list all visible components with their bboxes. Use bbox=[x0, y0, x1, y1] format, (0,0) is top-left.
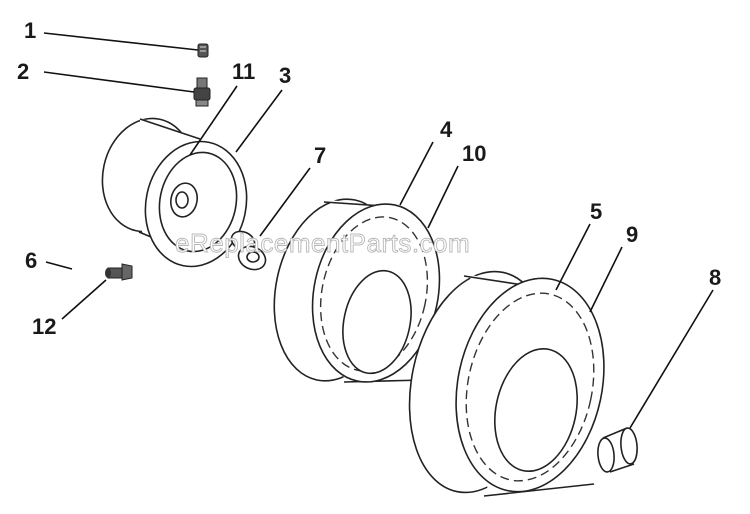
callout-3: 3 bbox=[279, 63, 291, 88]
callout-9: 9 bbox=[626, 222, 638, 247]
leader-lines bbox=[43, 32, 714, 429]
grease-fitting bbox=[105, 263, 133, 281]
hub-cap bbox=[597, 427, 638, 473]
wheel-rim bbox=[101, 117, 248, 268]
callout-6: 6 bbox=[25, 248, 37, 273]
callout-5: 5 bbox=[590, 199, 602, 224]
callout-1: 1 bbox=[24, 18, 36, 43]
callout-4: 4 bbox=[440, 117, 453, 142]
callout-10: 10 bbox=[462, 141, 486, 166]
valve-cap bbox=[197, 43, 209, 58]
valve-stem bbox=[193, 77, 211, 107]
callout-labels: 1 2 11 3 4 10 7 6 12 5 9 8 bbox=[17, 18, 721, 339]
bushing bbox=[230, 230, 267, 271]
watermark-text: eReplacementParts.com bbox=[175, 228, 470, 258]
rear-tire bbox=[408, 270, 605, 497]
callout-12: 12 bbox=[32, 314, 56, 339]
callout-2: 2 bbox=[17, 59, 29, 84]
callout-7: 7 bbox=[314, 143, 326, 168]
front-tire bbox=[273, 198, 441, 383]
callout-8: 8 bbox=[709, 265, 721, 290]
callout-11: 11 bbox=[232, 59, 255, 84]
